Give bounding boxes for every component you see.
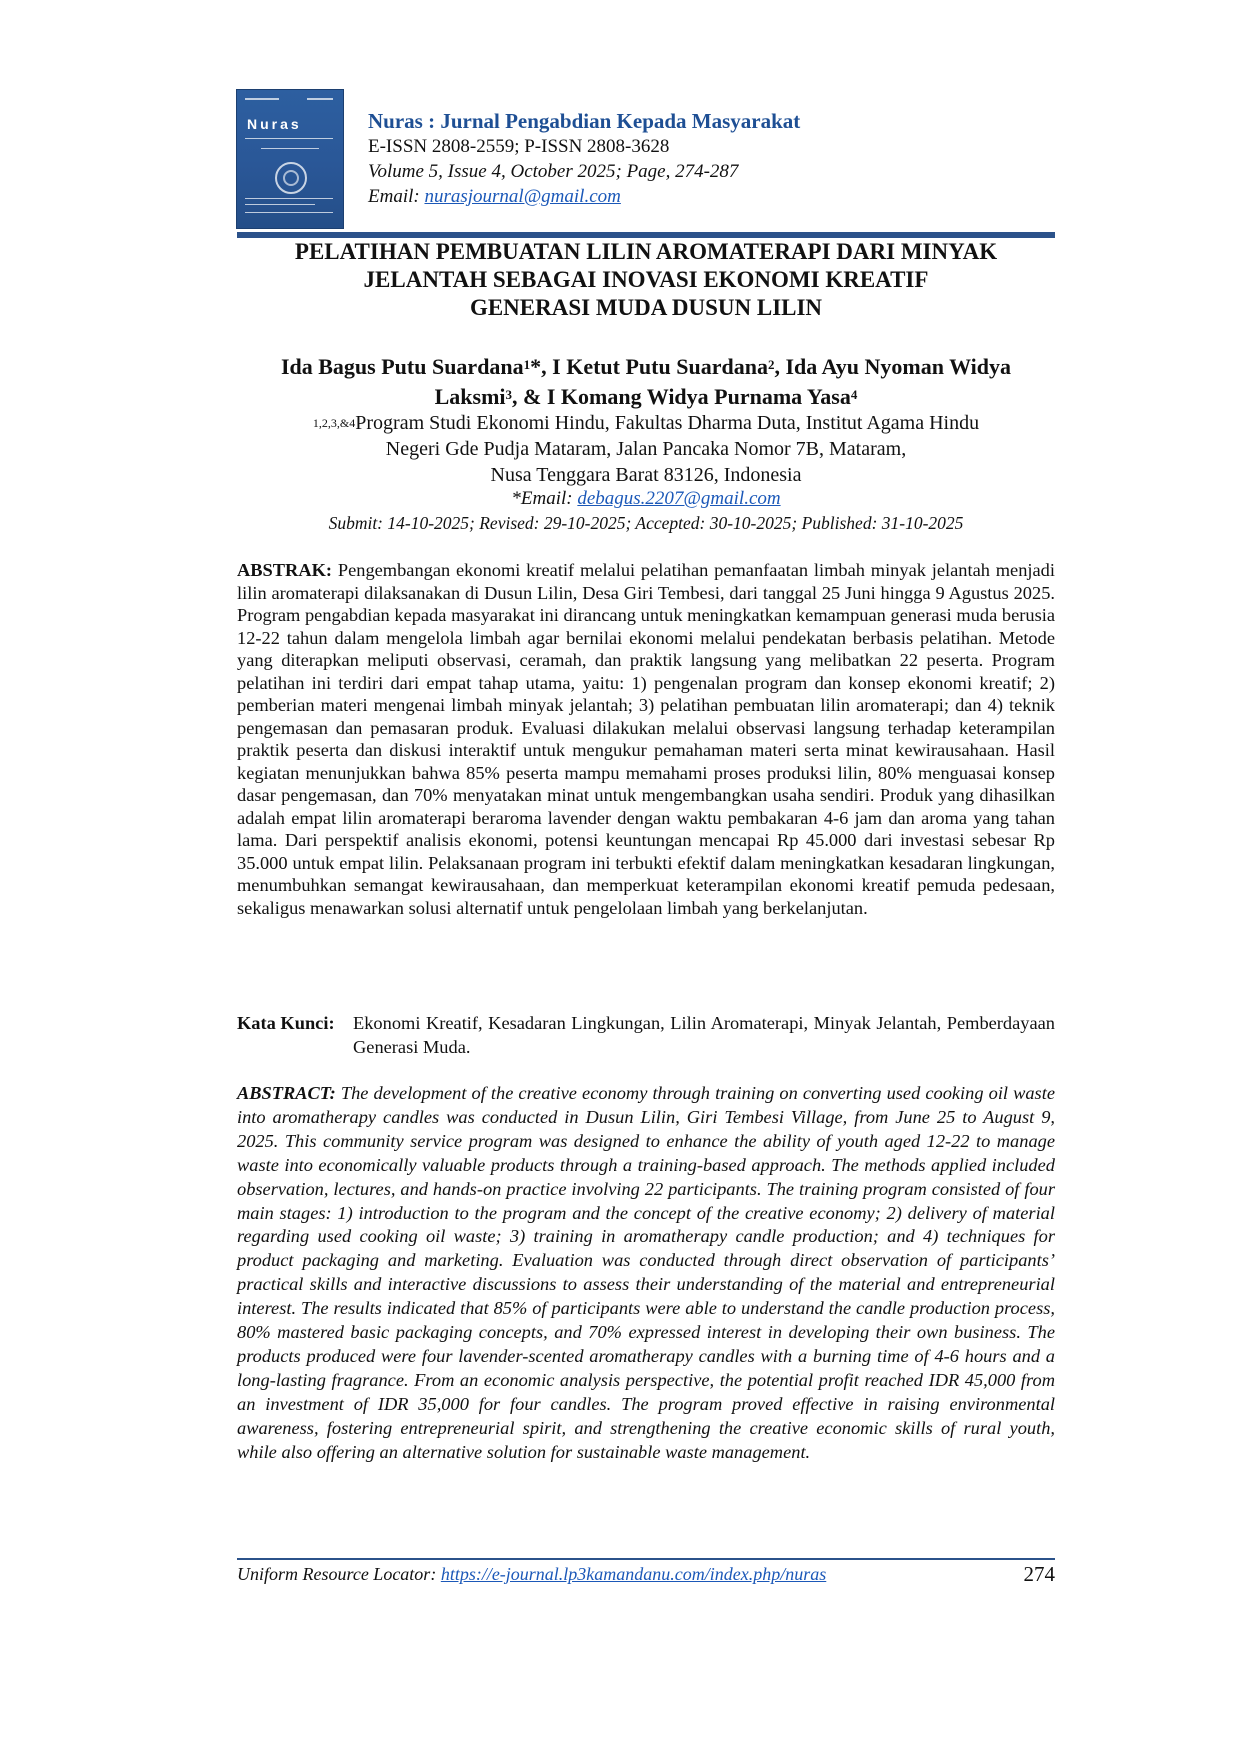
article-title: PELATIHAN PEMBUATAN LILIN AROMATERAPI DA… [237, 238, 1055, 322]
author-affiliation-mark: 2 [767, 357, 775, 372]
abstract-label: ABSTRACT: [237, 1083, 336, 1103]
journal-cover-image: Nuras [237, 90, 343, 228]
author-affiliation-mark: 3 [505, 387, 513, 402]
journal-volume: Volume 5, Issue 4, October 2025; Page, 2… [368, 161, 739, 182]
abstrak-label: ABSTRAK: [237, 560, 333, 580]
author-name: Ida Bagus Putu Suardana [280, 354, 524, 379]
abstrak-section: ABSTRAK: Pengembangan ekonomi kreatif me… [237, 559, 1055, 919]
cover-seal-icon [275, 162, 307, 194]
journal-issn: E-ISSN 2808-2559; P-ISSN 2808-3628 [368, 136, 670, 157]
corresponding-email-link[interactable]: debagus.2207@gmail.com [577, 488, 781, 509]
author-separator: , [774, 354, 786, 379]
footer-url-line: Uniform Resource Locator: https://e-jour… [237, 1562, 826, 1586]
abstract-text: The development of the creative economy … [237, 1083, 1055, 1462]
article-title-line: JELANTAH SEBAGAI INOVASI EKONOMI KREATIF [363, 267, 929, 292]
journal-email-line: Email: nurasjournal@gmail.com [368, 184, 800, 209]
journal-title: Nuras : Jurnal Pengabdian Kepada Masyara… [368, 109, 801, 133]
author-separator: , & [512, 384, 547, 409]
affiliation-line: Negeri Gde Pudja Mataram, Jalan Pancaka … [385, 438, 907, 460]
article-title-line: PELATIHAN PEMBUATAN LILIN AROMATERAPI DA… [294, 239, 998, 264]
abstrak-text: Pengembangan ekonomi kreatif melalui pel… [237, 560, 1055, 918]
article-dates: Submit: 14-10-2025; Revised: 29-10-2025;… [328, 513, 964, 533]
footer-url-link[interactable]: https://e-journal.lp3kamandanu.com/index… [440, 1564, 827, 1584]
author-affiliation: 1,2,3,&4Program Studi Ekonomi Hindu, Fak… [237, 410, 1055, 488]
author-affiliation-mark: 4 [850, 387, 858, 402]
author-affiliation-mark: 1 [523, 357, 531, 372]
author-list: Ida Bagus Putu Suardana1*, I Ketut Putu … [237, 352, 1055, 412]
keywords-label: Kata Kunci: [237, 1013, 335, 1033]
affiliation-mark: 1,2,3,&4 [312, 416, 356, 430]
page-number: 274 [1023, 1562, 1056, 1586]
footer-url-label: Uniform Resource Locator: [237, 1564, 441, 1584]
keywords-section: Kata Kunci: Ekonomi Kreatif, Kesadaran L… [237, 1011, 1055, 1059]
affiliation-line: Nusa Tenggara Barat 83126, Indonesia [490, 464, 802, 486]
journal-email-label: Email: [368, 186, 425, 207]
author-name: I Ketut Putu Suardana [552, 354, 768, 379]
affiliation-line: Program Studi Ekonomi Hindu, Fakultas Dh… [355, 412, 980, 434]
keywords-text: Ekonomi Kreatif, Kesadaran Lingkungan, L… [353, 1013, 1055, 1057]
article-title-line: GENERASI MUDA DUSUN LILIN [469, 295, 823, 320]
page-footer: Uniform Resource Locator: https://e-jour… [237, 1562, 1055, 1586]
journal-header: Nuras : Jurnal Pengabdian Kepada Masyara… [368, 108, 800, 209]
header-divider [237, 232, 1055, 238]
footer-divider [237, 1558, 1055, 1560]
journal-email-link[interactable]: nurasjournal@gmail.com [424, 186, 621, 207]
author-separator: *, [530, 354, 553, 379]
abstract-section: ABSTRACT: The development of the creativ… [237, 1082, 1055, 1465]
corresponding-email-label: *Email: [511, 488, 578, 509]
author-name: Ida Ayu Nyoman Widya Laksmi [434, 354, 1012, 409]
cover-logo-text: Nuras [247, 116, 302, 132]
author-name: I Komang Widya Purnama Yasa [546, 384, 851, 409]
corresponding-email: *Email: debagus.2207@gmail.com [237, 488, 1055, 510]
